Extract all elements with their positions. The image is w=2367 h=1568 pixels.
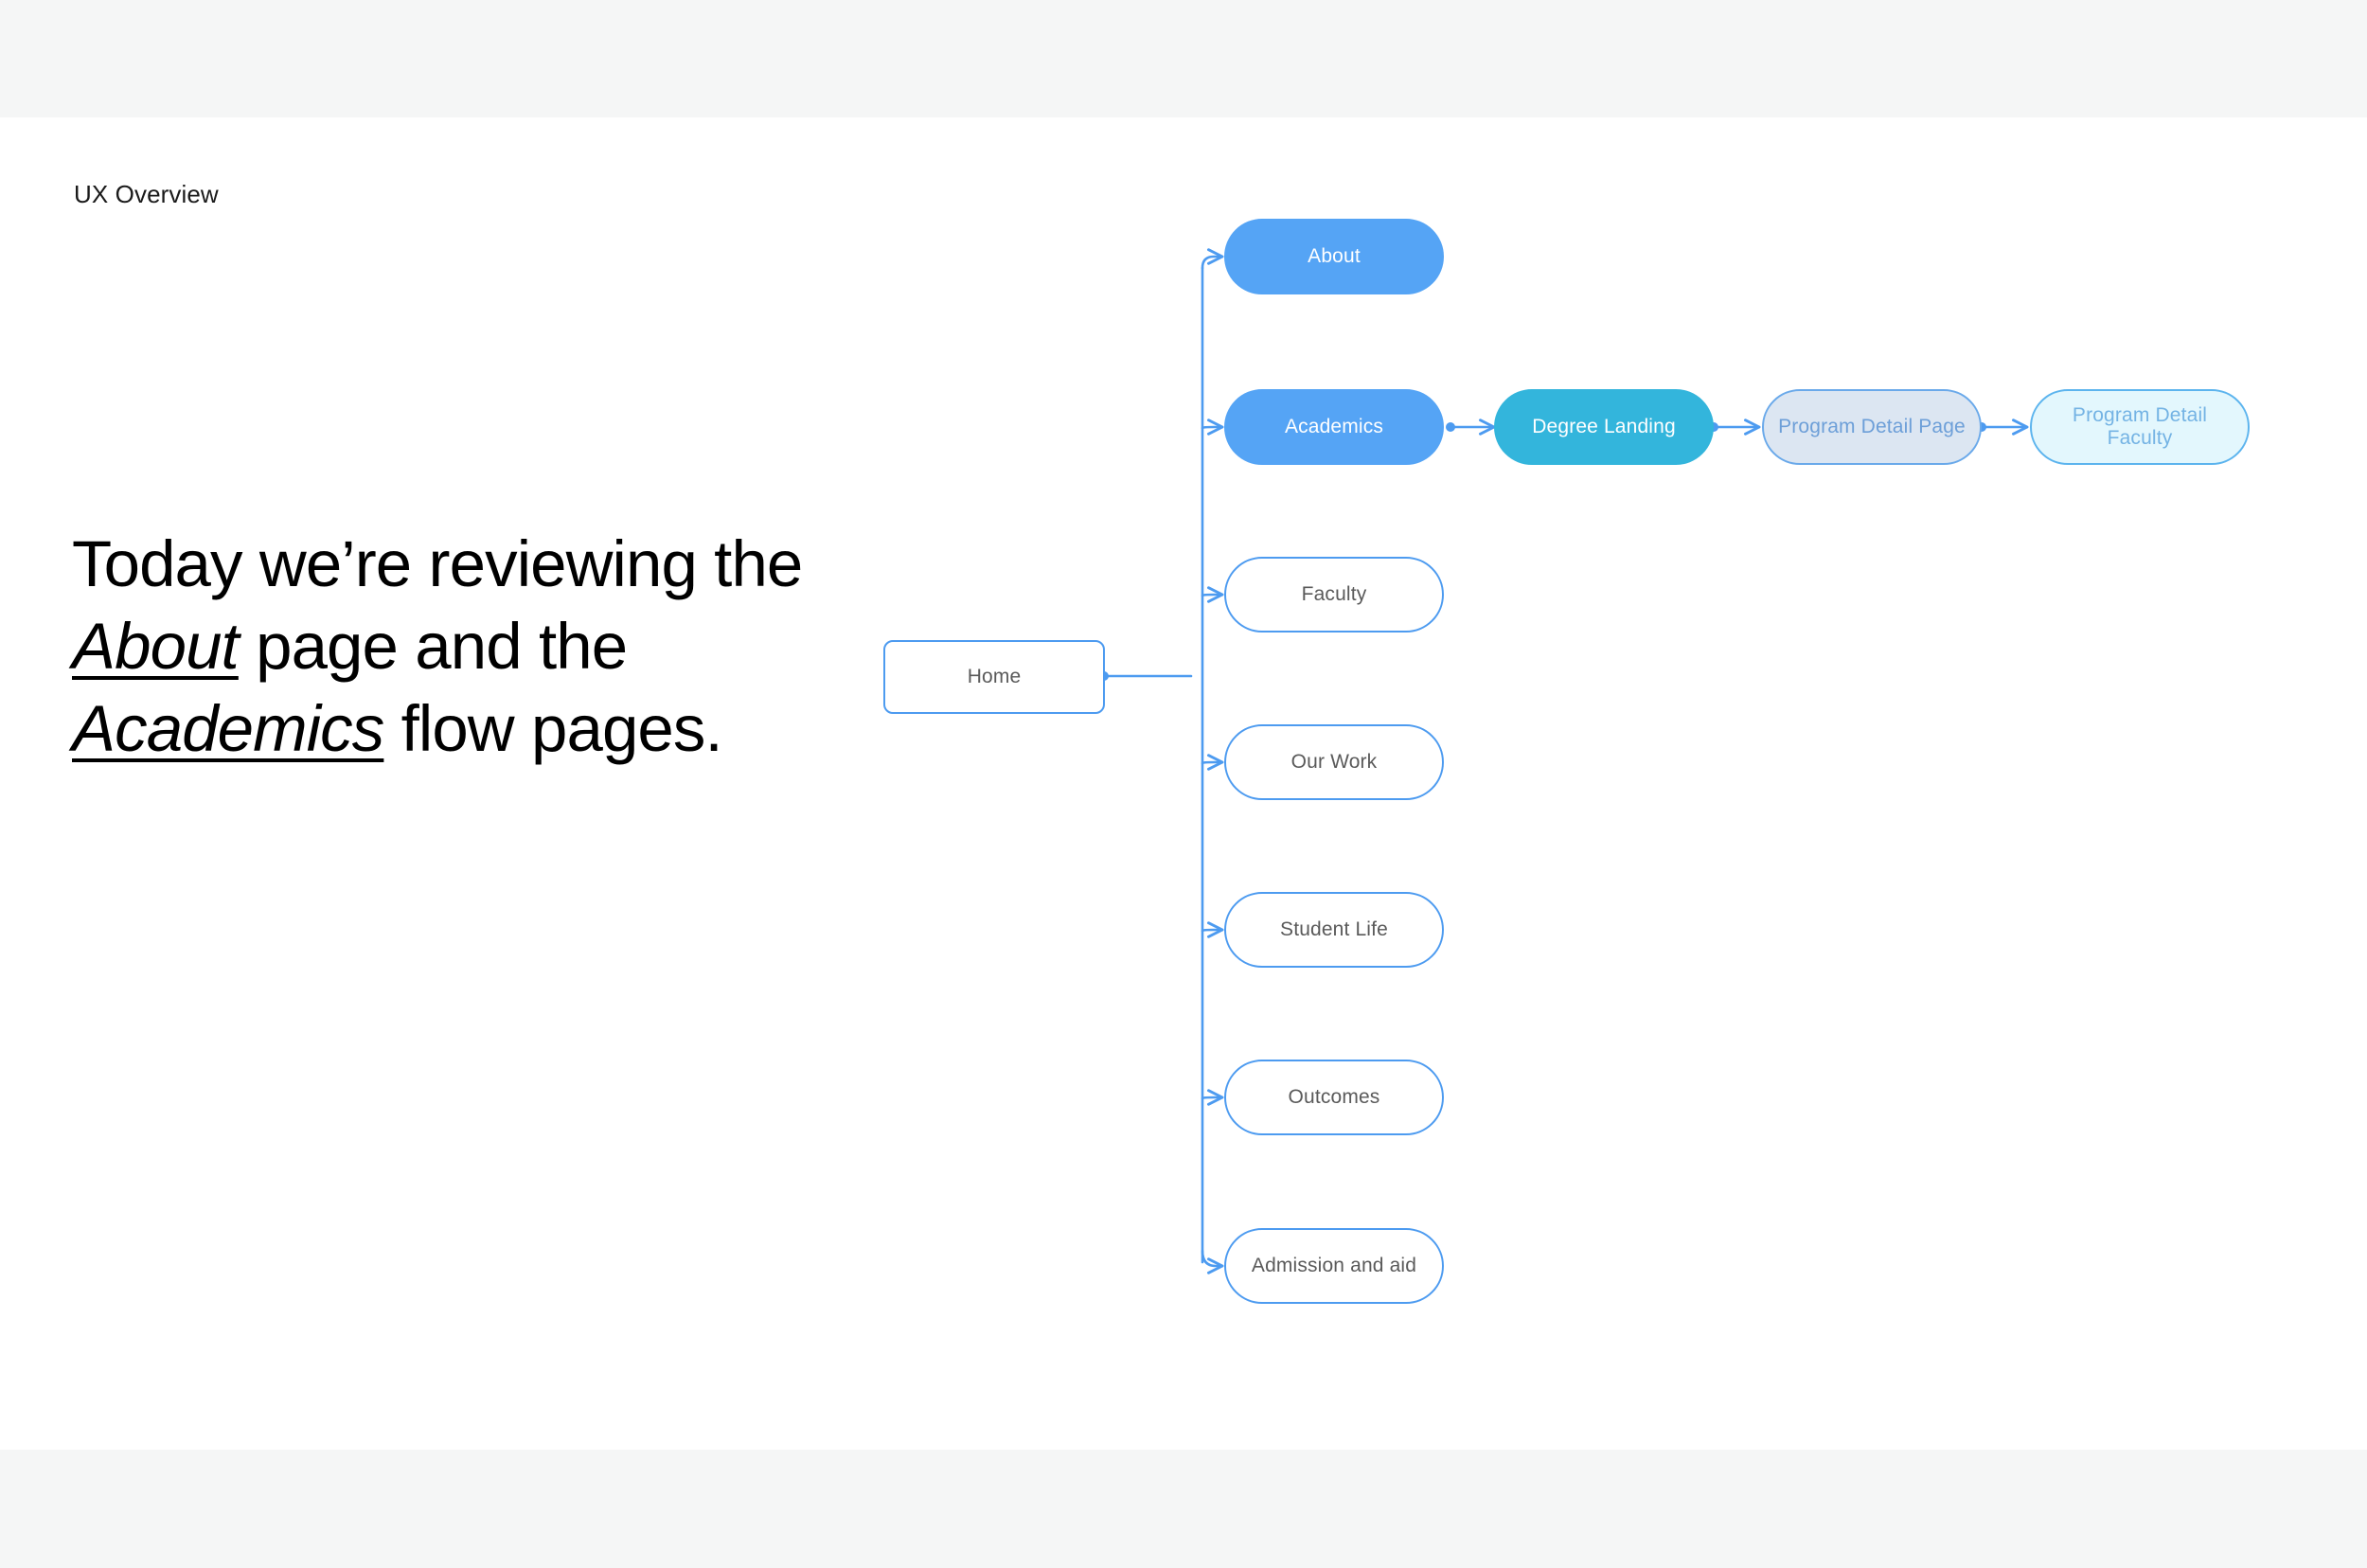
node-faculty-label: Faculty: [1301, 583, 1367, 605]
node-outcomes[interactable]: Outcomes: [1224, 1060, 1444, 1135]
node-home[interactable]: Home: [883, 640, 1105, 714]
node-outcomes-label: Outcomes: [1288, 1086, 1380, 1108]
top-letterbox-band: [0, 0, 2367, 117]
headline-emphasis-academics: Academics: [72, 692, 384, 765]
node-degree-landing-label: Degree Landing: [1532, 416, 1676, 437]
node-admission-and-aid-label: Admission and aid: [1251, 1255, 1417, 1276]
headline-text: Today we’re reviewing the About page and…: [72, 523, 848, 770]
node-admission-and-aid[interactable]: Admission and aid: [1224, 1228, 1444, 1304]
connector-dot-academics: [1446, 422, 1455, 432]
node-about-label: About: [1308, 245, 1361, 267]
node-program-detail-faculty[interactable]: Program Detail Faculty: [2030, 389, 2250, 465]
node-academics-label: Academics: [1284, 416, 1384, 437]
page-title: UX Overview: [74, 180, 219, 208]
node-our-work[interactable]: Our Work: [1224, 724, 1444, 800]
node-academics[interactable]: Academics: [1224, 389, 1444, 465]
headline-part-3: flow pages.: [383, 692, 723, 765]
node-program-detail-page[interactable]: Program Detail Page: [1762, 389, 1982, 465]
headline-emphasis-about: About: [72, 610, 240, 683]
node-program-detail-faculty-label: Program Detail Faculty: [2072, 404, 2208, 449]
bottom-letterbox-band: [0, 1450, 2367, 1568]
connector-branch-admission: [1201, 1249, 1224, 1274]
connector-branch-outcomes: [1201, 1089, 1224, 1106]
headline-part-2: page and the: [238, 610, 628, 683]
node-student-life[interactable]: Student Life: [1224, 892, 1444, 968]
node-faculty[interactable]: Faculty: [1224, 557, 1444, 633]
node-degree-landing[interactable]: Degree Landing: [1494, 389, 1714, 465]
connector-branch-about: [1201, 248, 1224, 270]
node-our-work-label: Our Work: [1290, 751, 1378, 773]
headline-part-1: Today we’re reviewing the: [72, 527, 803, 600]
node-about[interactable]: About: [1224, 219, 1444, 294]
node-home-label: Home: [967, 666, 1022, 687]
connector-branch-our-work: [1201, 754, 1224, 771]
connector-branch-student-life: [1201, 921, 1224, 938]
node-student-life-label: Student Life: [1280, 918, 1388, 940]
node-program-detail-page-label: Program Detail Page: [1778, 416, 1966, 437]
connector-branch-faculty: [1201, 586, 1224, 603]
connector-branch-academics: [1201, 419, 1224, 436]
